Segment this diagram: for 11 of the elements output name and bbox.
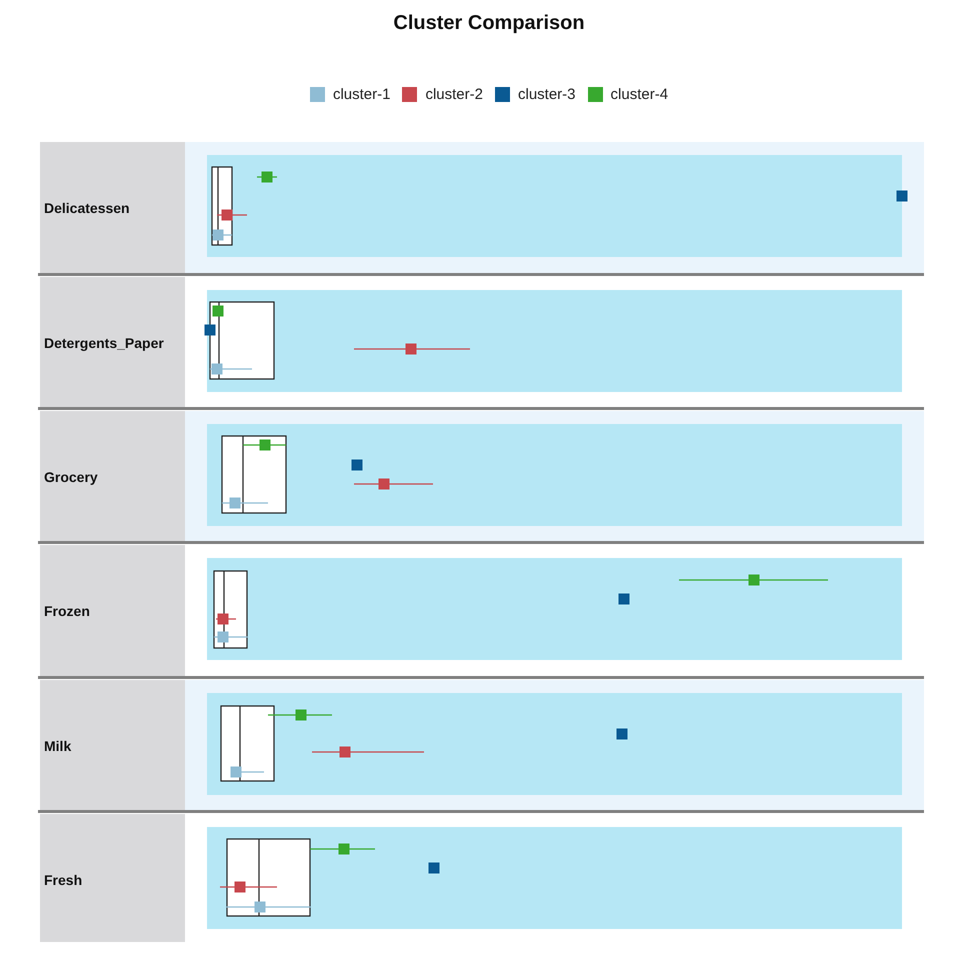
row-label: Detergents_Paper xyxy=(44,335,164,351)
row-label: Grocery xyxy=(44,469,98,485)
legend-label: cluster-2 xyxy=(425,86,483,103)
row-label: Fresh xyxy=(44,872,82,888)
chart-title: Cluster Comparison xyxy=(392,12,586,35)
legend-label: cluster-1 xyxy=(332,86,390,103)
row-label: Delicatessen xyxy=(44,200,130,216)
row-label: Milk xyxy=(44,738,72,754)
legend-label: cluster-4 xyxy=(610,86,668,103)
row-label: Frozen xyxy=(44,603,90,619)
legend-label: cluster-3 xyxy=(518,86,576,103)
